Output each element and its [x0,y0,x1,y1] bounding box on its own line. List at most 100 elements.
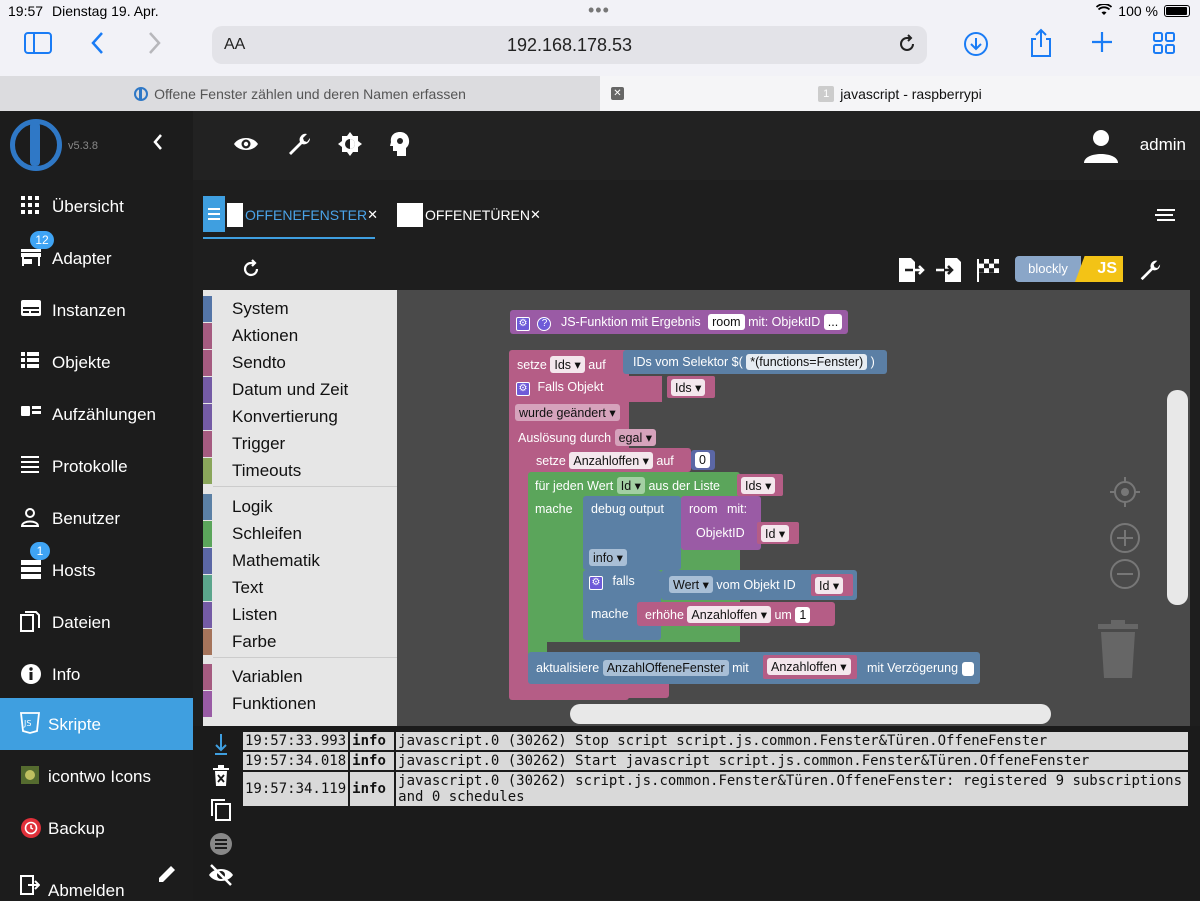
wrench-icon[interactable] [285,131,311,164]
script-list-toggle[interactable] [203,196,225,232]
url-text[interactable]: 192.168.178.53 [506,35,633,55]
username[interactable]: admin [1139,135,1186,154]
share-icon[interactable] [1030,28,1052,65]
account-icon[interactable] [1082,127,1120,170]
log-level-dropdown[interactable]: info ▾ [589,549,627,566]
theme-toggle-icon[interactable] [337,131,363,164]
help-icon[interactable]: ? [537,317,552,331]
tab-overview-icon[interactable] [1153,32,1175,61]
reload-icon[interactable] [897,33,917,61]
edit-menu-icon[interactable] [156,863,178,890]
trigger-dropdown[interactable]: egal ▾ [614,429,656,446]
collapse-sidebar-icon[interactable] [152,133,164,157]
address-bar[interactable]: AA 192.168.178.53 [212,26,927,64]
category-farbe[interactable]: Farbe [203,629,397,655]
category-funktionen[interactable]: Funktionen [203,691,397,717]
variable-dropdown[interactable]: Id ▾ [761,525,790,542]
gear-icon[interactable]: ⚙ [516,317,530,331]
close-tab-icon[interactable]: ✕ [530,207,541,222]
if-block[interactable]: ⚙ falls [583,570,661,640]
number-field[interactable]: 0 [695,452,710,468]
sidebar-item-hosts[interactable]: 1 Hosts [0,542,193,596]
delay-checkbox[interactable] [961,661,974,676]
category-konvertierung[interactable]: Konvertierung [203,404,397,430]
tab-offenefenster[interactable]: OFFENEFENSTER ✕ [227,200,378,230]
set-anzahl-block[interactable]: setze Anzahloffen ▾ auf [528,448,691,472]
sidebar-item-backup[interactable]: Backup [0,804,193,854]
forward-icon[interactable] [146,30,162,63]
download-icon[interactable] [963,31,989,64]
blockly-workspace[interactable]: ⚙ ? JS-Funktion mit Ergebnis room mit: O… [397,290,1190,726]
value-type-dropdown[interactable]: Wert ▾ [669,576,713,593]
sidebar-item-protokolle[interactable]: Protokolle [0,442,193,492]
change-type-dropdown[interactable]: wurde geändert ▾ [515,404,620,421]
category-datum-und-zeit[interactable]: Datum und Zeit [203,377,397,403]
more-params-field[interactable]: ... [823,314,843,330]
delete-log-icon[interactable] [203,765,238,798]
category-listen[interactable]: Listen [203,602,397,628]
number-field[interactable]: 1 [795,607,811,623]
function-block[interactable]: ⚙ ? JS-Funktion mit Ergebnis room mit: O… [510,310,848,334]
eye-icon[interactable] [233,131,259,164]
tab-offenetueren[interactable]: OFFENETÜREN ✕ [397,200,541,230]
log-view-icon[interactable] [203,831,238,864]
category-aktionen[interactable]: Aktionen [203,323,397,349]
copy-icon[interactable] [203,798,238,831]
loop-variable-dropdown[interactable]: Id ▾ [616,477,645,494]
horizontal-scrollbar[interactable] [570,704,1051,724]
autoscroll-icon[interactable] [203,732,238,765]
sidebar-item-adapter[interactable]: 12 Adapter [0,231,193,284]
ids-value-block[interactable]: Ids ▾ [667,376,715,398]
sidebar-item-uebersicht[interactable]: Übersicht [0,182,193,232]
param-field[interactable]: room [708,314,745,330]
category-trigger[interactable]: Trigger [203,431,397,457]
category-schleifen[interactable]: Schleifen [203,521,397,547]
close-tab-icon[interactable]: ✕ [367,207,379,222]
id-value-block[interactable]: Id ▾ [757,522,799,544]
hide-icon[interactable] [203,864,238,897]
category-logik[interactable]: Logik [203,494,397,520]
export-icon[interactable] [897,257,925,288]
variable-dropdown[interactable]: Ids ▾ [550,356,585,373]
selector-field[interactable]: *(functions=Fenster) [746,354,868,370]
sidebar-item-abmelden[interactable]: Abmelden [0,863,193,900]
new-tab-icon[interactable] [1090,30,1114,61]
variable-dropdown[interactable]: Ids ▾ [671,379,706,396]
expert-mode-icon[interactable] [389,131,411,164]
import-icon[interactable] [935,257,963,288]
on-change-block[interactable]: ⚙ Falls Objekt [510,376,662,402]
sidebar-item-instanzen[interactable]: Instanzen [0,286,193,336]
close-tab-icon[interactable]: ✕ [611,87,624,100]
settings-wrench-icon[interactable] [1137,258,1161,287]
category-mathematik[interactable]: Mathematik [203,548,397,574]
update-block[interactable]: aktualisiere AnzahlOffeneFenster mit [528,652,980,684]
sidebar-item-aufzaehlungen[interactable]: Aufzählungen [0,390,193,440]
zoom-in-icon[interactable] [1109,522,1141,559]
sidebar-item-dateien[interactable]: Dateien [0,598,193,648]
sidebar-item-skripte[interactable]: JS Skripte [0,698,193,750]
blockly-js-toggle[interactable]: blockly JS [1015,256,1123,282]
sidebar-item-info[interactable]: Info [0,650,193,700]
category-system[interactable]: System [203,296,397,322]
category-sendto[interactable]: Sendto [203,350,397,376]
menu-icon[interactable] [1155,208,1177,227]
target-field[interactable]: AnzahlOffeneFenster [602,660,729,676]
back-icon[interactable] [90,30,106,63]
variable-dropdown[interactable]: Anzahloffen ▾ [767,658,851,675]
reader-options-button[interactable]: AA [224,36,246,53]
variable-dropdown[interactable]: Anzahloffen ▾ [687,606,771,623]
multitask-dots[interactable]: ••• [588,0,610,20]
sidebar-item-objekte[interactable]: Objekte [0,338,193,388]
selector-block[interactable]: IDs vom Selektor $( *(functions=Fenster)… [623,350,887,374]
number-block[interactable]: 0 [691,450,715,470]
sidebar-item-icontwo-icons[interactable]: icontwo Icons [0,752,193,802]
id-value-block[interactable]: Id ▾ [811,574,853,596]
ids-list-block[interactable]: Ids ▾ [737,474,783,496]
flag-icon[interactable] [975,257,1001,288]
variable-dropdown[interactable]: Id ▾ [815,577,844,594]
gear-icon[interactable]: ⚙ [589,576,603,590]
vertical-scrollbar[interactable] [1167,390,1188,605]
variable-dropdown[interactable]: Ids ▾ [741,477,776,494]
category-variablen[interactable]: Variablen [203,664,397,690]
browser-tab-2[interactable]: 1 javascript - raspberrypi [600,76,1200,111]
